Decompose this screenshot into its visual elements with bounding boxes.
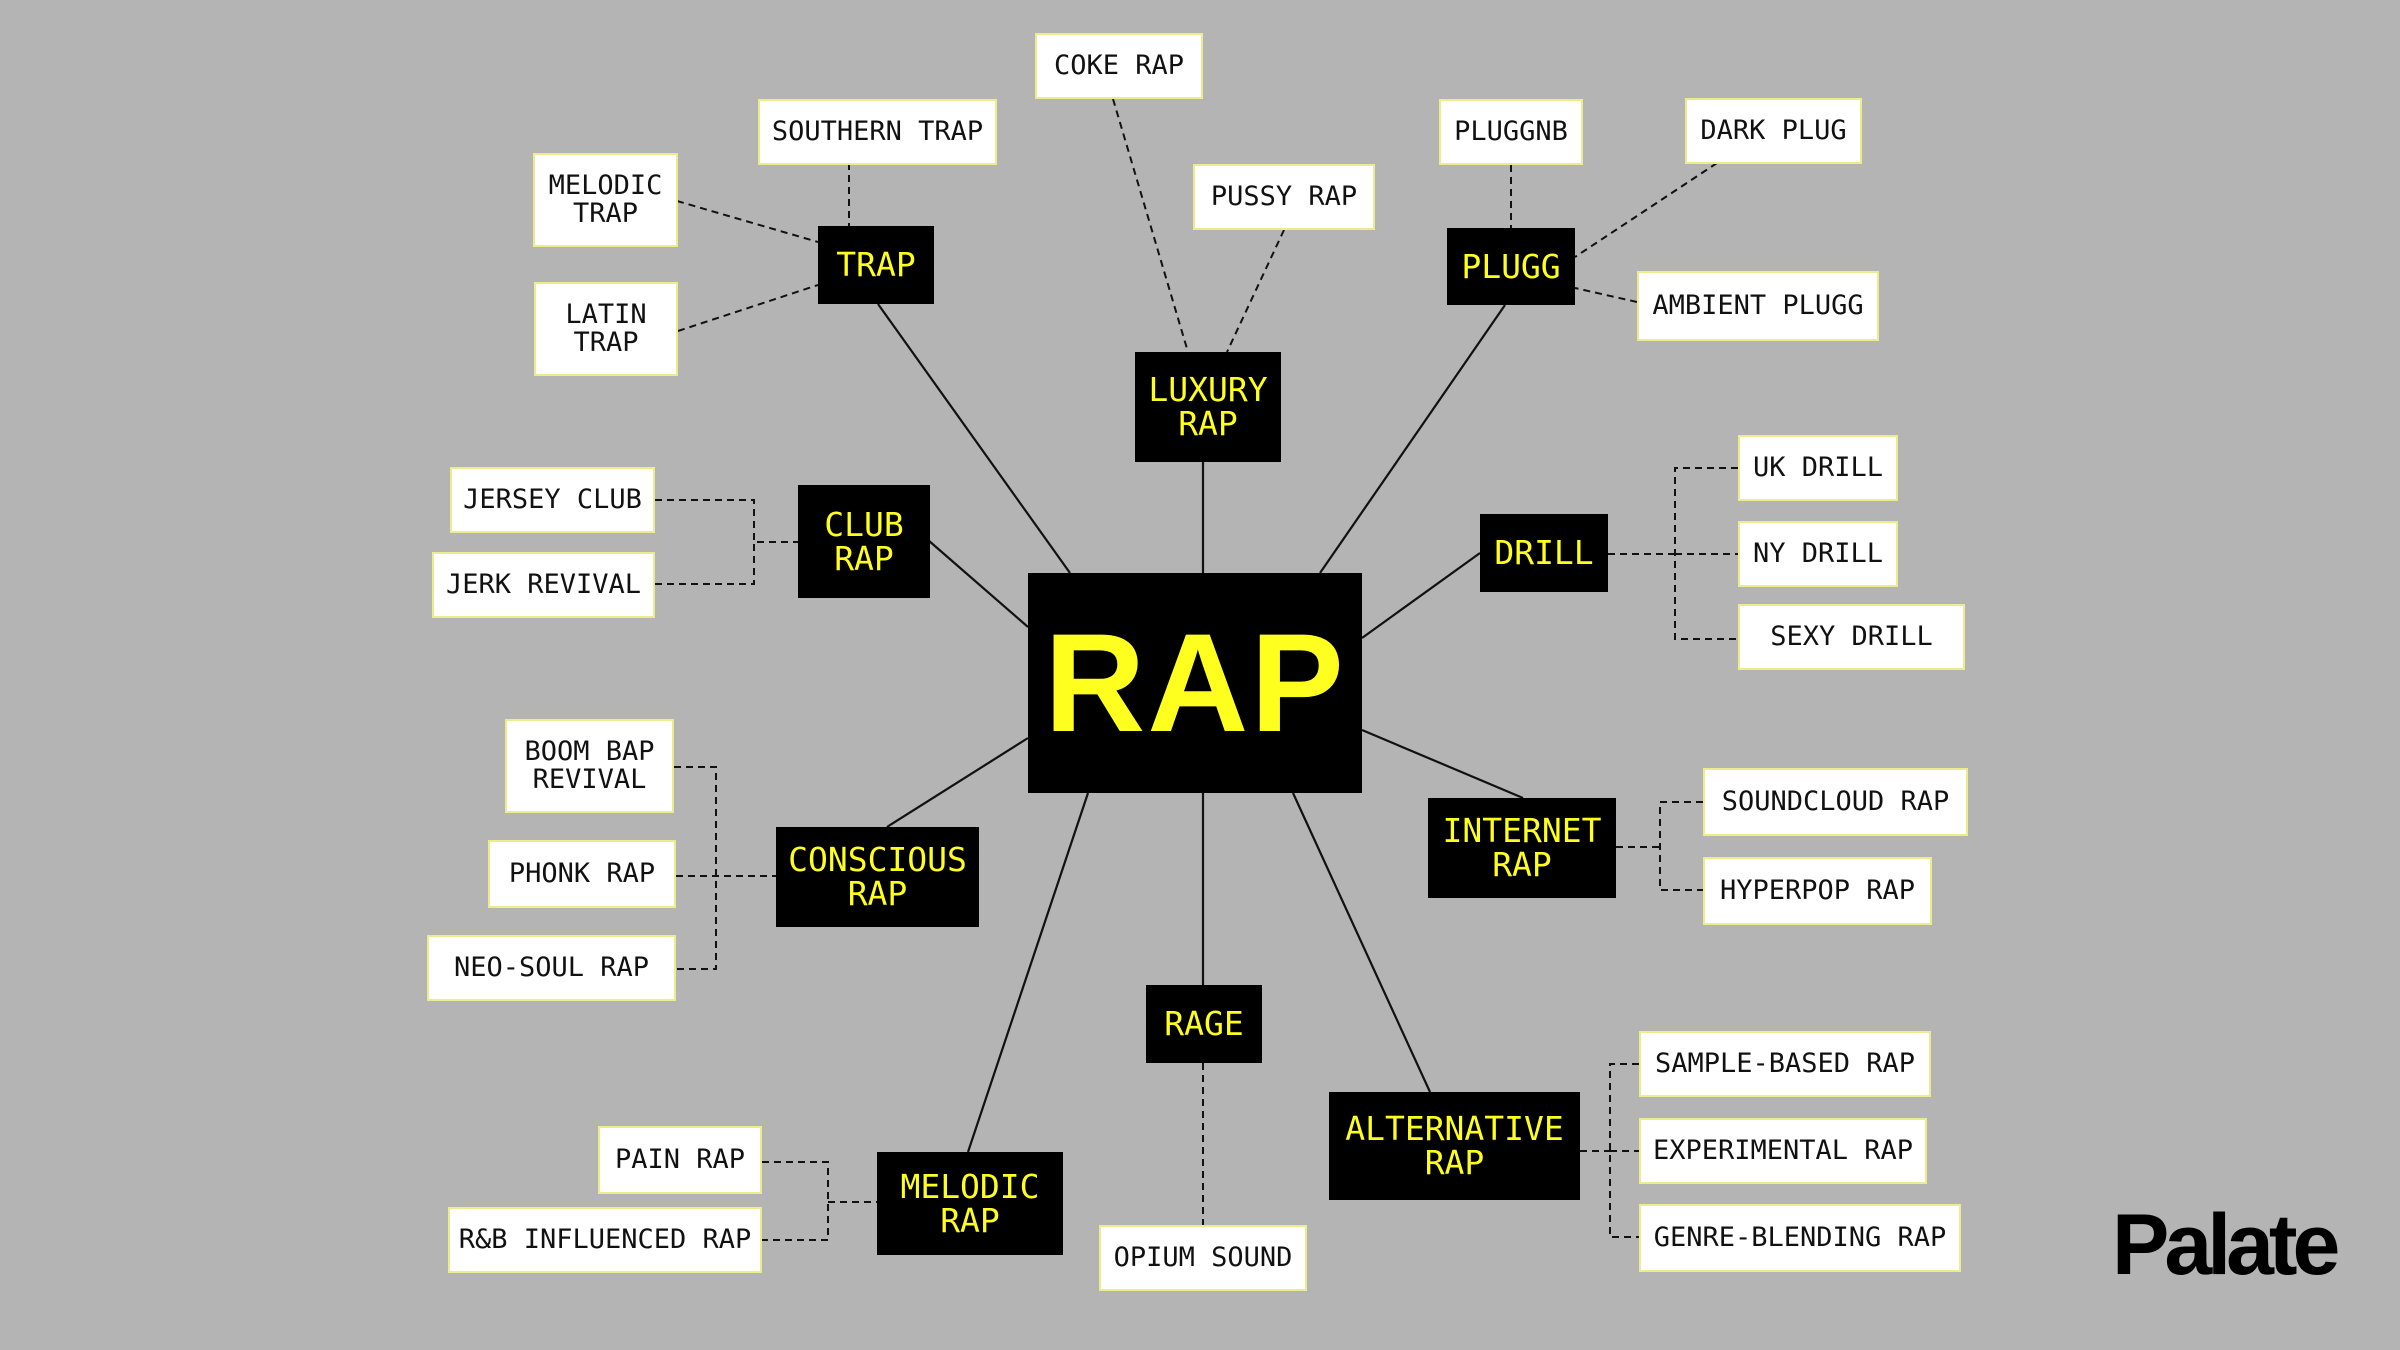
genre-label: LUXURY RAP — [1148, 370, 1268, 443]
subgenre-pluggnb: PLUGGNB — [1439, 99, 1583, 165]
subgenre-label: JERK REVIVAL — [445, 569, 642, 600]
subgenre-pussy-rap: PUSSY RAP — [1193, 164, 1375, 230]
link-pain-rap — [762, 1161, 829, 1241]
palate-logo: Palate — [2112, 1197, 2340, 1293]
genre-label: PLUGG — [1461, 246, 1561, 286]
genre-node-trap: TRAP — [818, 226, 934, 304]
subgenre-jersey-club: JERSEY CLUB — [450, 467, 655, 533]
genre-label: RAGE — [1164, 1004, 1244, 1043]
subgenre-soundcloud-rap: SOUNDCLOUD RAP — [1703, 768, 1968, 836]
genre-label: ALTERNATIVE RAP — [1345, 1109, 1564, 1182]
subgenre-label: JERSEY CLUB — [463, 484, 642, 515]
link-dark-plug — [1574, 162, 1718, 258]
subgenre-label: PUSSY RAP — [1210, 181, 1358, 212]
link-boom-bap-revival — [674, 766, 717, 970]
center-label: RAP — [1044, 604, 1346, 761]
spoke-drill — [1361, 552, 1481, 639]
subgenre-latin-trap: LATIN TRAP — [534, 282, 678, 376]
subgenre-opium-sound: OPIUM SOUND — [1099, 1225, 1307, 1291]
subgenre-label: SOUTHERN TRAP — [771, 116, 984, 147]
subgenre-label: MELODIC TRAP — [548, 170, 663, 229]
genre-node-club-rap: CLUB RAP — [798, 485, 930, 598]
spoke-conscious — [886, 737, 1029, 828]
subgenre-label: DARK PLUG — [1700, 115, 1847, 146]
link-jerk-revival — [655, 542, 755, 585]
link-soundcloud-rap — [1659, 801, 1703, 891]
genre-node-alternative-rap: ALTERNATIVE RAP — [1329, 1092, 1580, 1200]
subgenre-label: EXPERIMENTAL RAP — [1652, 1135, 1914, 1166]
subgenre-genre-blending-rap: GENRE-BLENDING RAP — [1639, 1204, 1961, 1272]
subgenre-label: UK DRILL — [1752, 452, 1884, 483]
link-latin-trap — [677, 284, 819, 332]
subgenre-rnb-influenced-rap: R&B INFLUENCED RAP — [448, 1207, 762, 1273]
spoke-internet — [1361, 728, 1524, 800]
subgenre-experimental-rap: EXPERIMENTAL RAP — [1639, 1118, 1927, 1184]
genre-node-conscious-rap: CONSCIOUS RAP — [776, 827, 979, 927]
subgenre-dark-plug: DARK PLUG — [1685, 98, 1862, 164]
subgenre-label: GENRE-BLENDING RAP — [1653, 1222, 1947, 1253]
genre-label: CONSCIOUS RAP — [788, 840, 967, 913]
subgenre-boom-bap-revival: BOOM BAP REVIVAL — [505, 719, 674, 813]
link-ambient-plugg — [1574, 287, 1638, 303]
subgenre-label: BOOM BAP REVIVAL — [524, 736, 655, 795]
subgenre-pain-rap: PAIN RAP — [598, 1126, 762, 1194]
subgenre-phonk-rap: PHONK RAP — [488, 840, 676, 908]
subgenre-label: PAIN RAP — [614, 1144, 746, 1175]
genre-node-internet-rap: INTERNET RAP — [1428, 798, 1616, 898]
link-jersey-club — [655, 499, 798, 543]
genre-node-melodic-rap: MELODIC RAP — [877, 1152, 1063, 1255]
subgenre-melodic-trap: MELODIC TRAP — [533, 153, 678, 247]
subgenre-label: PLUGGNB — [1454, 116, 1568, 147]
subgenre-coke-rap: COKE RAP — [1035, 33, 1203, 99]
subgenre-label: AMBIENT PLUGG — [1652, 290, 1864, 321]
subgenre-label: PHONK RAP — [508, 858, 656, 889]
subgenre-label: NEO-SOUL RAP — [453, 952, 650, 983]
subgenre-label: OPIUM SOUND — [1113, 1242, 1293, 1273]
subgenre-jerk-revival: JERK REVIVAL — [432, 552, 655, 618]
link-pussy-rap — [1226, 229, 1285, 353]
genre-node-luxury-rap: LUXURY RAP — [1135, 352, 1281, 462]
subgenre-label: HYPERPOP RAP — [1719, 875, 1916, 906]
spoke-club — [927, 539, 1029, 628]
subgenre-label: SOUNDCLOUD RAP — [1721, 786, 1950, 817]
subgenre-southern-trap: SOUTHERN TRAP — [758, 99, 997, 165]
genre-label: CLUB RAP — [824, 504, 904, 578]
subgenre-label: LATIN TRAP — [565, 299, 647, 358]
subgenre-hyperpop-rap: HYPERPOP RAP — [1703, 857, 1932, 925]
subgenre-label: COKE RAP — [1053, 50, 1185, 81]
spoke-trap — [877, 303, 1071, 574]
subgenre-label: SEXY DRILL — [1770, 621, 1933, 652]
link-sample-based-rap — [1609, 1063, 1639, 1238]
link-melodic-trap — [676, 200, 819, 243]
spoke-alternative — [1291, 792, 1432, 1093]
subgenre-label: R&B INFLUENCED RAP — [458, 1224, 752, 1255]
spoke-melodic — [966, 792, 1090, 1153]
subgenre-uk-drill: UK DRILL — [1738, 435, 1898, 501]
spoke-plugg — [1319, 304, 1506, 574]
genre-node-plugg: PLUGG — [1447, 228, 1575, 305]
genre-node-drill: DRILL — [1480, 514, 1608, 592]
link-coke-rap — [1112, 98, 1189, 353]
subgenre-ny-drill: NY DRILL — [1738, 521, 1898, 587]
center-node-rap: RAP — [1028, 573, 1362, 793]
subgenre-ambient-plugg: AMBIENT PLUGG — [1637, 271, 1879, 341]
subgenre-sexy-drill: SEXY DRILL — [1738, 604, 1965, 670]
subgenre-sample-based-rap: SAMPLE-BASED RAP — [1639, 1031, 1931, 1097]
subgenre-label: SAMPLE-BASED RAP — [1654, 1048, 1916, 1079]
genre-label: MELODIC RAP — [900, 1166, 1040, 1240]
genre-node-rage: RAGE — [1146, 985, 1262, 1063]
genre-label: INTERNET RAP — [1442, 811, 1602, 884]
genre-label: TRAP — [836, 245, 916, 284]
subgenre-label: NY DRILL — [1752, 538, 1884, 569]
genre-label: DRILL — [1494, 533, 1594, 572]
subgenre-neo-soul-rap: NEO-SOUL RAP — [427, 935, 676, 1001]
